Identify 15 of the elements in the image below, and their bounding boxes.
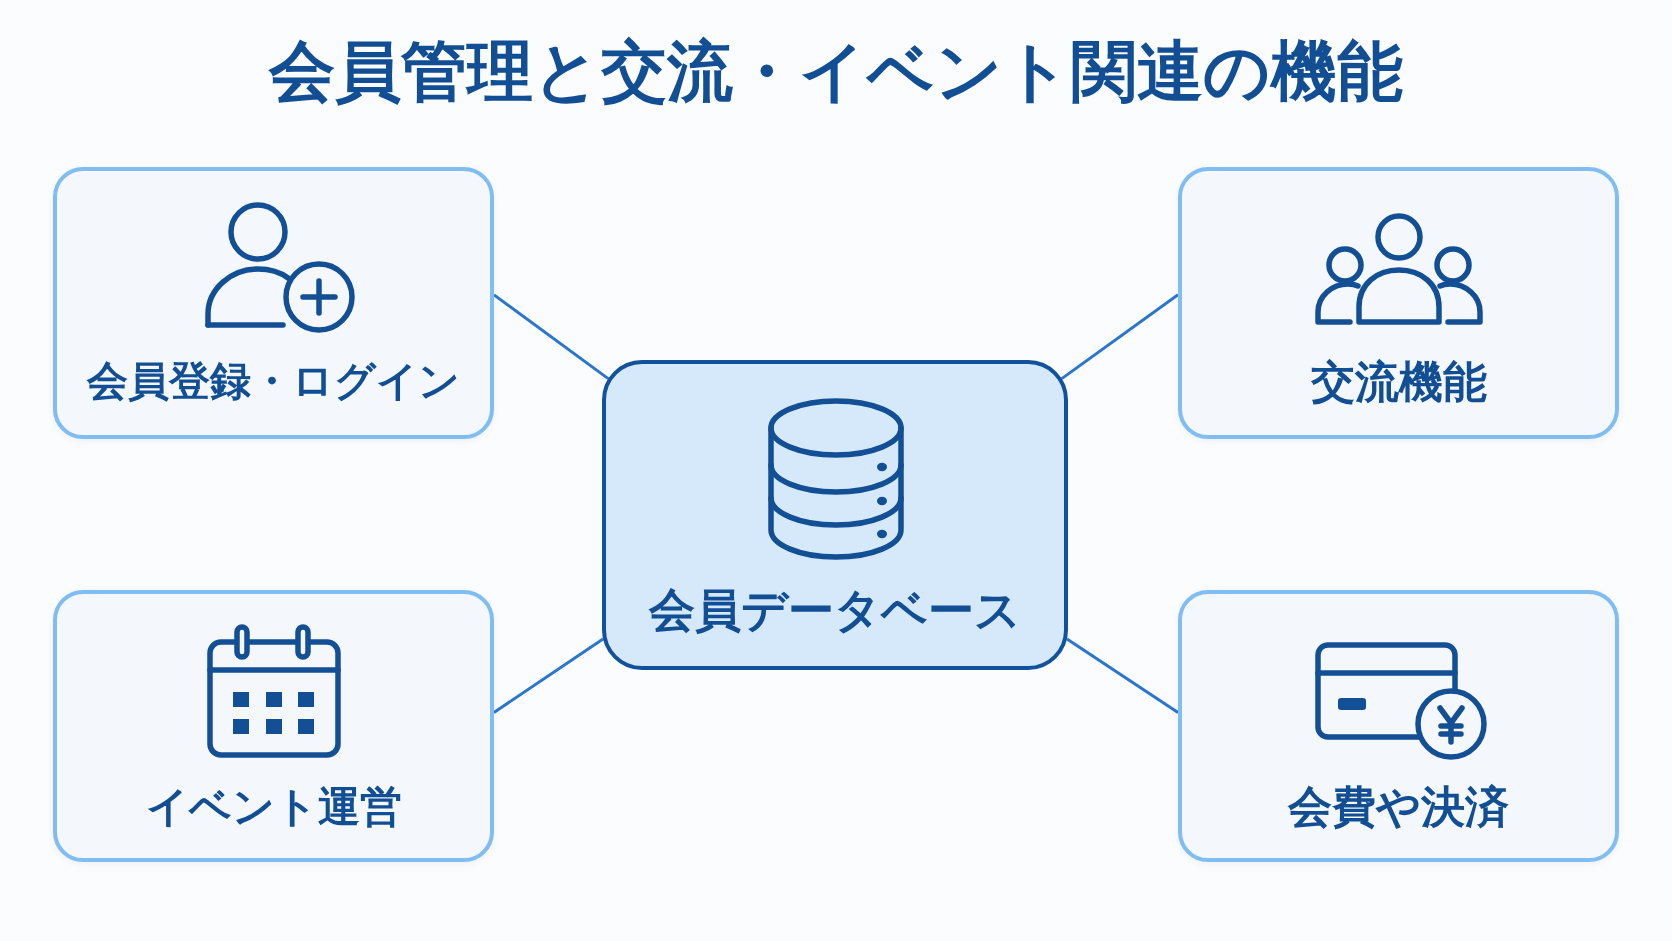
- connector-line: [1066, 637, 1179, 714]
- feature-label: 会員登録・ログイン: [87, 357, 460, 407]
- hub-box: [602, 360, 1068, 670]
- feature-label: 会費や決済: [1288, 780, 1509, 834]
- hub-label: 会員データベース: [649, 583, 1021, 639]
- title: 会員管理と交流・イベント関連の機能: [269, 34, 1403, 110]
- feature-label: 交流機能: [1310, 355, 1487, 409]
- connector-line: [493, 637, 604, 714]
- feature-box: [1178, 167, 1619, 439]
- connector-line: [1060, 293, 1179, 380]
- connector-line: [493, 293, 610, 380]
- feature-label: イベント運営: [145, 781, 402, 833]
- feature-box: [1178, 590, 1619, 862]
- feature-box: [53, 167, 494, 439]
- feature-box: [53, 590, 494, 862]
